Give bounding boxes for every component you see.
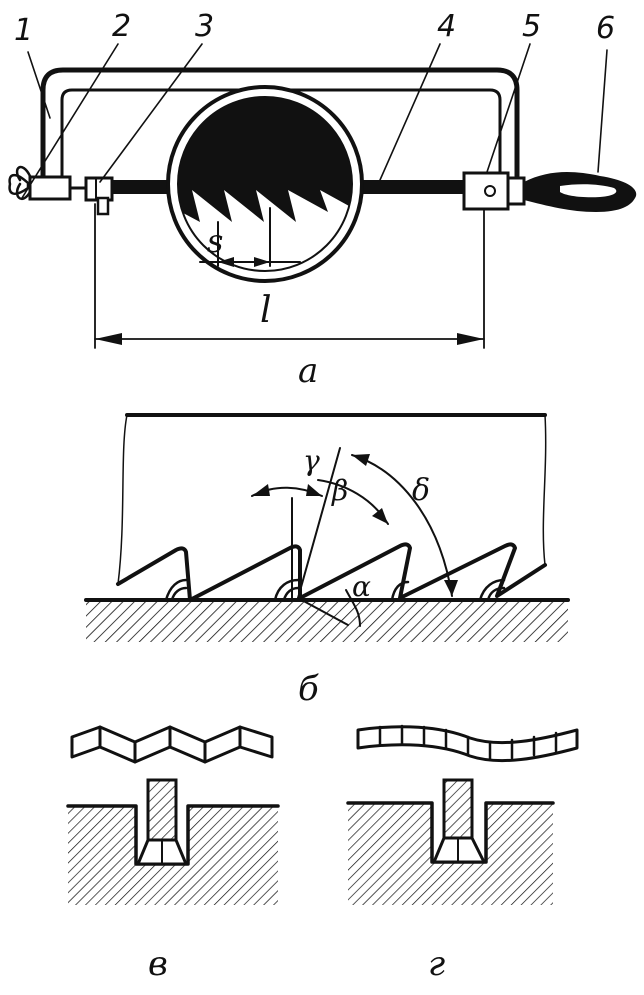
blade-clamp-right [462, 171, 526, 211]
set-pattern-alternate [356, 725, 579, 763]
caption-b: б [298, 669, 319, 709]
chips [164, 578, 506, 602]
hacksaw-view: 1 2 3 4 5 6 s l а [8, 9, 637, 391]
tooth-geometry-view: γ β δ α б [84, 413, 570, 709]
magnified-teeth [178, 97, 352, 222]
magnifier-lens [166, 85, 364, 283]
delta-label: δ [412, 473, 430, 508]
gamma-label: γ [303, 444, 320, 477]
part-number-2: 2 [112, 9, 131, 44]
kerf-section-alternate [346, 778, 555, 905]
part-number-6: 6 [596, 11, 615, 46]
caption-c: в [148, 944, 168, 984]
set-pattern-wave [70, 725, 274, 764]
angle-arrows [252, 454, 458, 596]
beta-label: β [331, 474, 348, 507]
caption-d: г [428, 944, 445, 984]
part-number-4: 4 [437, 9, 456, 44]
wavy-set-view: в [66, 725, 280, 984]
length-dimension [94, 203, 485, 349]
alpha-label: α [352, 570, 371, 603]
blade-clamp-left [84, 176, 114, 216]
part-number-3: 3 [195, 9, 214, 44]
part-number-1: 1 [14, 13, 33, 48]
pitch-label: s [207, 222, 223, 260]
kerf-section-wavy [66, 778, 280, 905]
leader-lines [21, 43, 608, 199]
alternate-set-view: г [346, 724, 579, 984]
part-number-5: 5 [522, 9, 541, 44]
length-label: l [260, 290, 272, 331]
caption-a: а [298, 351, 318, 391]
wing-nut [8, 165, 88, 201]
workpiece-section [84, 598, 570, 642]
blade-teeth-profile [116, 542, 547, 602]
